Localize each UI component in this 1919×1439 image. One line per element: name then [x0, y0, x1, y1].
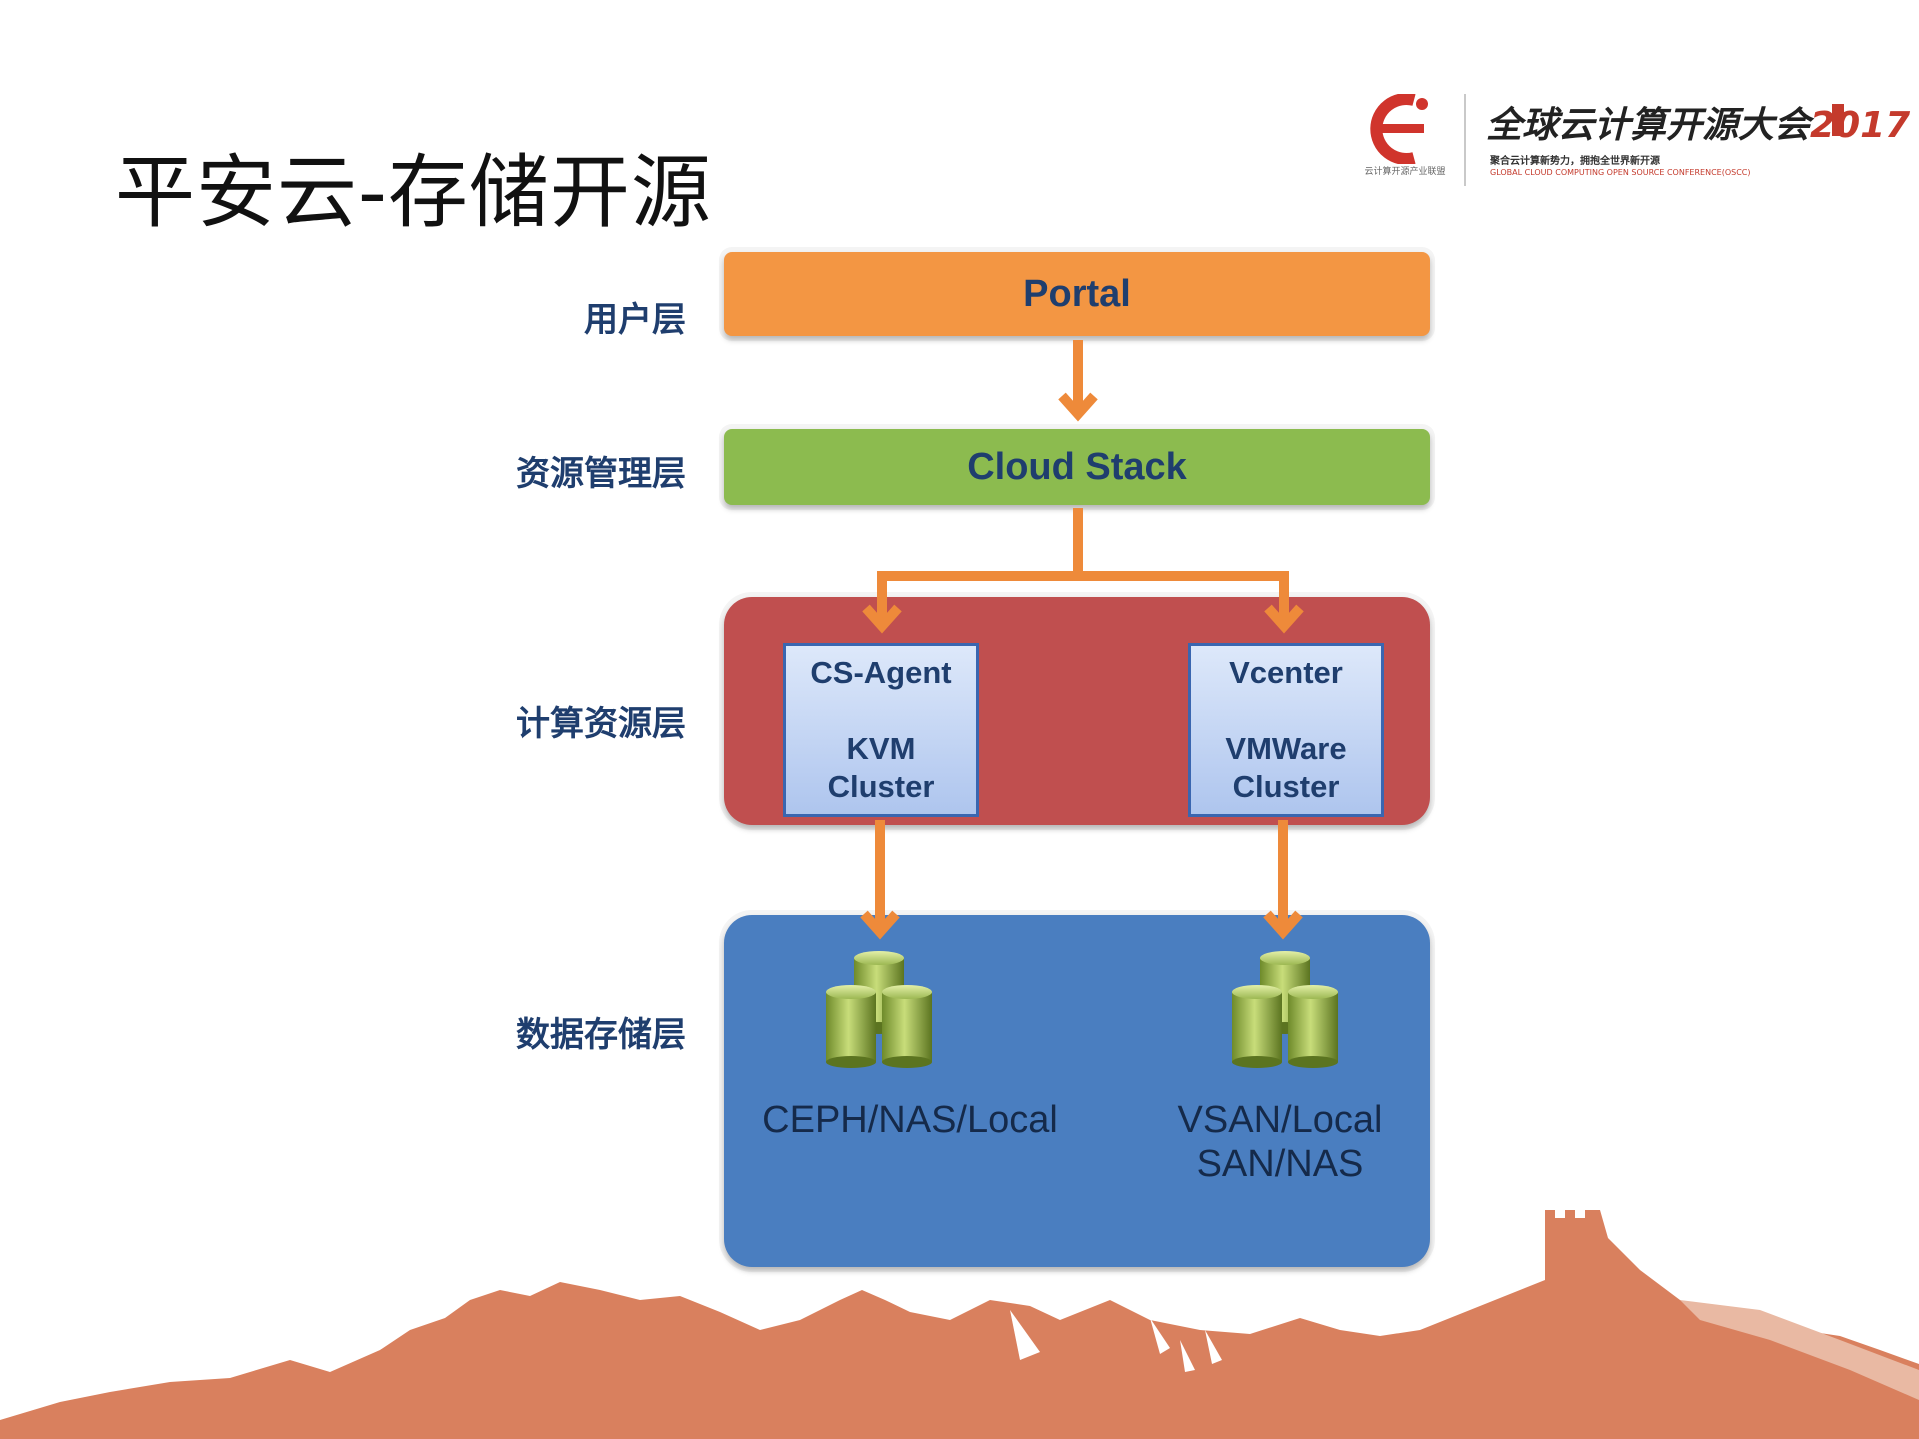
node-cluster-type: KVM [846, 731, 916, 766]
layer-label-storage: 数据存储层 [516, 1015, 686, 1055]
layer-label-resource-mgmt: 资源管理层 [516, 454, 686, 494]
conference-tagline-en: GLOBAL CLOUD COMPUTING OPEN SOURCE CONFE… [1490, 168, 1751, 177]
database-icon [826, 951, 932, 1068]
node-cluster-type: VMWare [1225, 731, 1347, 766]
conference-logo: 云计算开源产业联盟 全球云计算开源大会2017 聚合云计算新势力，拥抱全世界新开… [1350, 90, 1910, 190]
node-cluster-label: Cluster [827, 769, 935, 804]
conference-tagline: 聚合云计算新势力，拥抱全世界新开源 [1490, 156, 1660, 167]
portal-label: Portal [1023, 272, 1131, 315]
flow-arrows [860, 340, 1304, 940]
compute-node-kvm: CS-Agent KVM Cluster [783, 643, 979, 817]
layer-label-user: 用户层 [584, 300, 686, 340]
node-cluster-label: Cluster [1232, 769, 1340, 804]
great-wall-mountain-graphic [0, 1210, 1919, 1439]
alliance-logo-icon [1370, 94, 1428, 164]
storage-label-line2: SAN/NAS [1196, 1143, 1364, 1185]
portal-bar: Portal [724, 252, 1430, 336]
storage-layer-container [724, 915, 1430, 1267]
layer-label-compute: 计算资源层 [516, 704, 686, 744]
alliance-text: 云计算开源产业联盟 [1364, 167, 1446, 177]
logo-divider [1464, 94, 1466, 186]
storage-node-vsan: VSAN/Local SAN/NAS [1140, 1098, 1420, 1186]
conference-title: 全球云计算开源大会2017 [1486, 105, 1911, 146]
compute-node-vmware: Vcenter VMWare Cluster [1188, 643, 1384, 817]
cloudstack-bar: Cloud Stack [724, 429, 1430, 505]
node-agent-label: CS-Agent [810, 655, 952, 690]
database-icon [1232, 951, 1338, 1068]
badge-icon [1832, 104, 1844, 136]
cloudstack-label: Cloud Stack [967, 445, 1187, 488]
storage-label-line1: CEPH/NAS/Local [762, 1099, 1058, 1141]
slide-title: 平安云-存储开源 [115, 146, 712, 239]
storage-label-line1: VSAN/Local [1177, 1099, 1383, 1141]
node-agent-label: Vcenter [1229, 655, 1343, 690]
storage-node-ceph: CEPH/NAS/Local [740, 1098, 1080, 1142]
conference-year: 2017 [1810, 105, 1911, 146]
